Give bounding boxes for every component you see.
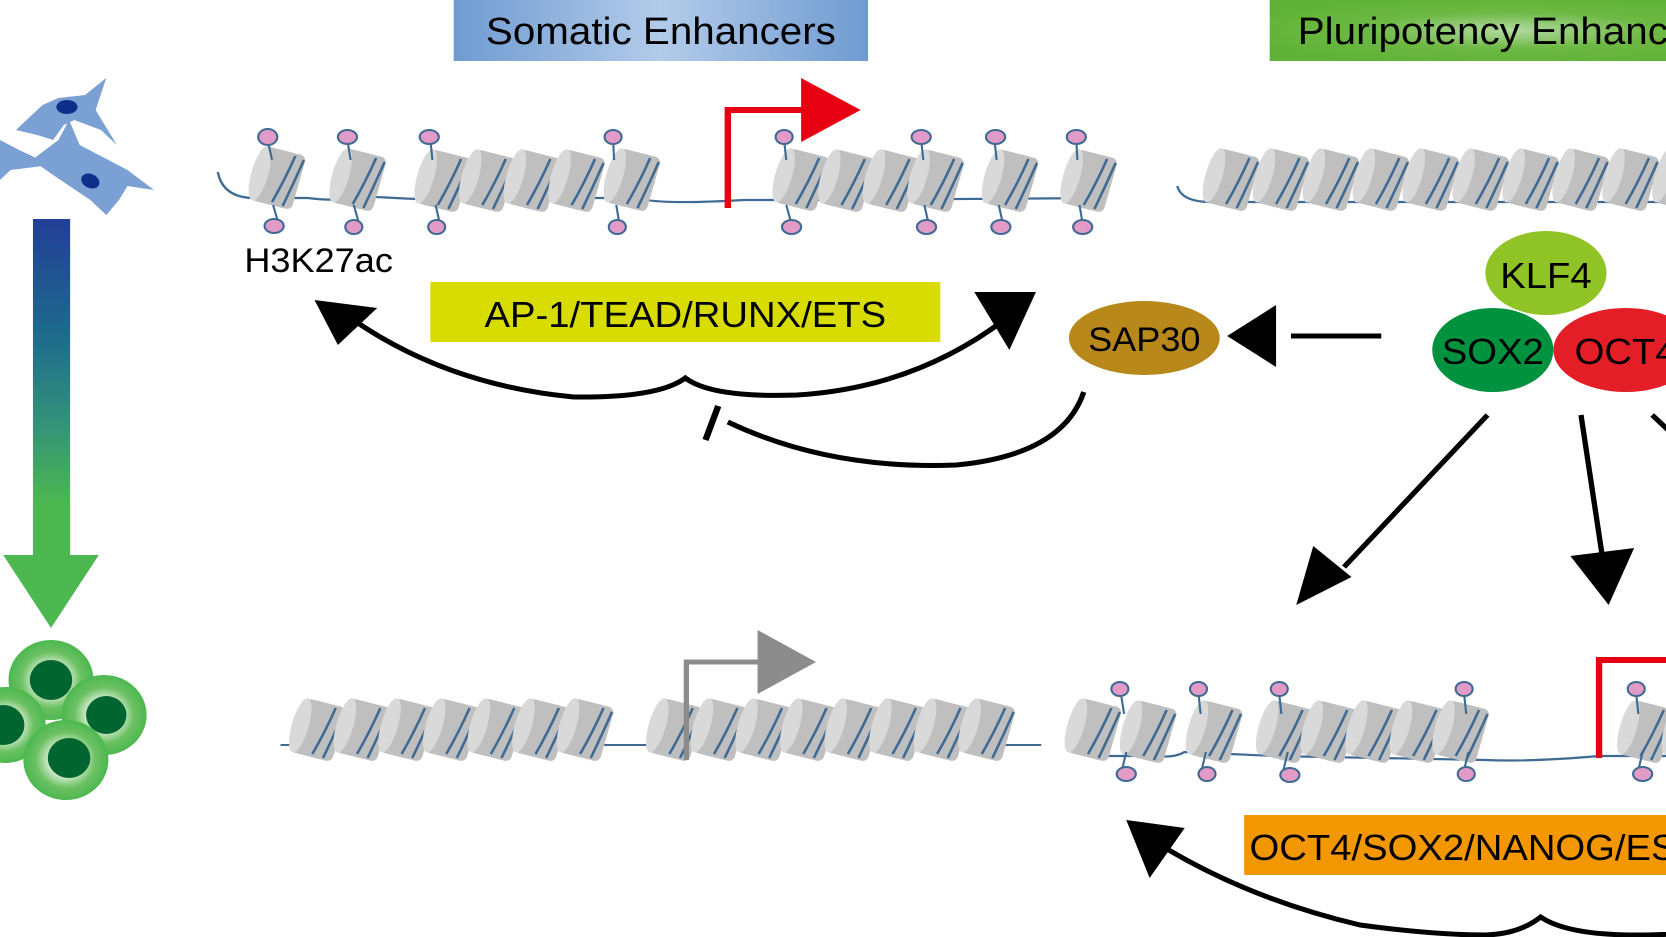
somatic-tf-label: AP-1/TEAD/RUNX/ETS <box>485 294 887 335</box>
sox2-to-sap30-arrow-icon <box>1227 305 1382 367</box>
pluripotency-enhancers-label: Pluripotency Enhancers <box>1298 11 1666 53</box>
sap30-label: SAP30 <box>1088 321 1200 359</box>
pluripotency-activation-arrow-icon <box>1126 820 1666 937</box>
pluripotency-chromatin-active <box>1058 657 1666 783</box>
active-tss-arrow-icon <box>724 78 861 208</box>
cluster-activation-arrows-icon <box>1296 413 1666 605</box>
pluripotency-enhancers-header: Pluripotency Enhancers <box>1269 0 1666 61</box>
h3k27ac-label: H3K27ac <box>244 242 393 280</box>
esc-colony-icon <box>0 640 147 800</box>
somatic-enhancers-label: Somatic Enhancers <box>486 11 836 53</box>
somatic-chromatin-silenced <box>280 630 1042 764</box>
pluripotency-tf-label: OCT4/SOX2/NANOG/ESRRB <box>1250 827 1666 868</box>
pluripotency-chromatin-closed <box>1176 144 1666 214</box>
sap30-inhibition-line-icon <box>702 391 1087 468</box>
reprogramming-arrow-icon <box>3 219 99 628</box>
sox2-label: SOX2 <box>1442 331 1544 372</box>
somatic-enhancers-header: Somatic Enhancers <box>453 0 869 61</box>
h3k27ac-marks-bottom <box>1110 681 1654 783</box>
inactive-tss-arrow-icon <box>683 630 816 760</box>
somatic-chromatin-active <box>216 78 1120 235</box>
active-tss-arrow-bottom-icon <box>1595 657 1666 758</box>
sox2-factor: SOX2 <box>1432 308 1554 392</box>
oct4-factor: OCT4 <box>1553 308 1666 392</box>
oct4-label: OCT4 <box>1575 331 1666 372</box>
somatic-activation-arrow-icon <box>314 292 1036 400</box>
fibroblast-cells-icon <box>0 78 155 215</box>
somatic-tf-box: AP-1/TEAD/RUNX/ETS <box>430 282 941 342</box>
h3k27ac-marks <box>257 128 1094 235</box>
klf4-factor: KLF4 <box>1485 231 1607 315</box>
sap30-factor: SAP30 <box>1068 301 1220 375</box>
klf4-label: KLF4 <box>1500 255 1591 296</box>
pluripotency-tf-box: OCT4/SOX2/NANOG/ESRRB <box>1244 815 1666 875</box>
